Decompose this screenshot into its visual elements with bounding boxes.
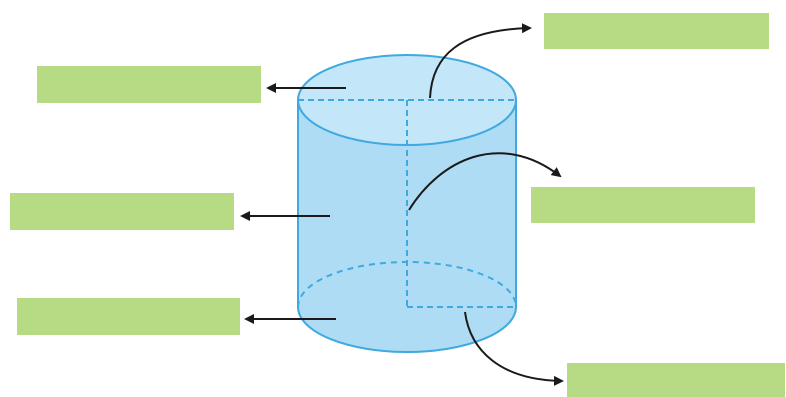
label-box-bottom-right[interactable] (567, 363, 785, 397)
arrow-top-right (429, 23, 532, 99)
arrow-middle-right (408, 152, 562, 211)
label-box-top-left[interactable] (37, 66, 261, 103)
label-box-middle-left[interactable] (10, 193, 234, 230)
cylinder-bottom-front-arc (297, 306, 517, 353)
label-box-middle-right[interactable] (531, 187, 755, 223)
label-box-bottom-left[interactable] (17, 298, 240, 335)
label-box-top-right[interactable] (544, 13, 769, 49)
arrow-bottom-right (464, 311, 564, 386)
